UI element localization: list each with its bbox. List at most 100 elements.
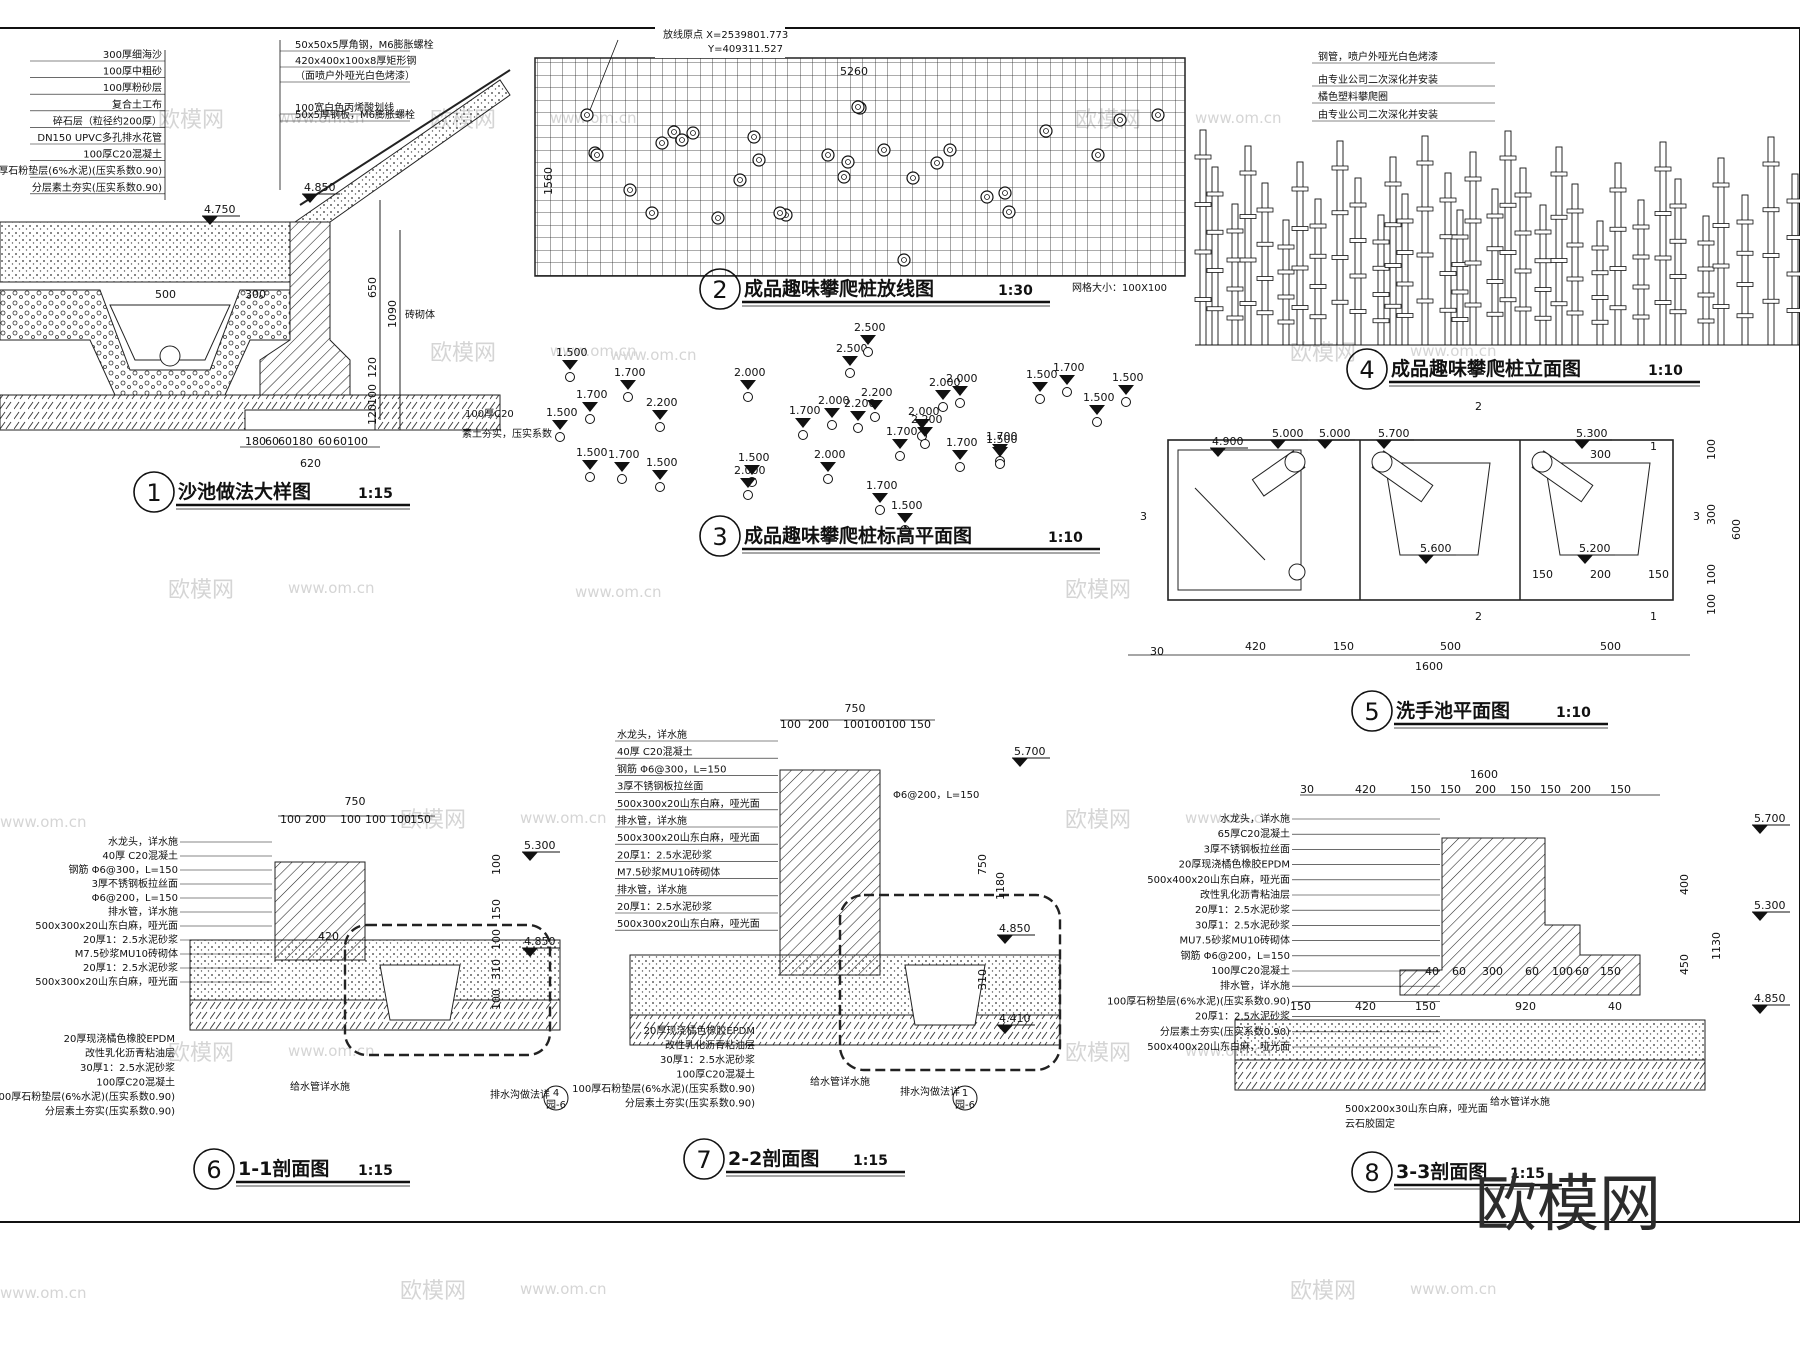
climbing-ring <box>1550 301 1568 307</box>
climbing-ring <box>1609 226 1627 232</box>
layer-annotation: 20厚现浇橘色橡胶EPDM <box>1179 858 1290 871</box>
dimension-label: 150 <box>1290 1000 1311 1013</box>
post-marker-icon <box>1092 417 1102 427</box>
elevation-label: 4.850 <box>999 922 1031 935</box>
layer-annotation: MU7.5砂浆MU10砖砌体 <box>1179 934 1290 947</box>
climbing-ring <box>1451 234 1469 240</box>
post-marker-icon <box>655 422 665 432</box>
drawing-1-sandpit-detail: 300厚细海沙100厚中粗砂100厚粉砂层复合土工布碎石层（粒径约200厚）DN… <box>0 38 552 470</box>
post-marker-icon <box>955 462 965 472</box>
elevation-label: 5.000 <box>1319 427 1351 440</box>
layer-annotation: 云石胶固定 <box>1345 1117 1395 1130</box>
layer-annotation: 水龙头，详水施 <box>617 728 687 741</box>
elevation-marker-icon <box>582 460 598 470</box>
elevation-label: 1.700 <box>608 448 640 461</box>
climbing-ring <box>1762 298 1780 304</box>
post-marker-icon <box>747 130 761 144</box>
post-marker-icon <box>821 148 835 162</box>
drawing-2-layout-grid: 放线原点 X=2539801.773Y=409311.52752601560网格… <box>534 25 1186 294</box>
elevation-label: 1.500 <box>1112 371 1144 384</box>
elevation-marker-icon <box>1059 375 1075 385</box>
post-marker-icon <box>1121 397 1131 407</box>
elevation-label: 1.500 <box>646 456 678 469</box>
post-marker-icon <box>851 100 865 114</box>
climbing-ring <box>1514 192 1532 198</box>
elevation-label: 5.200 <box>1579 542 1611 555</box>
elevation-label: 2.000 <box>814 448 846 461</box>
climbing-ring <box>1277 294 1295 300</box>
layer-annotation: 排水管，详水施 <box>1220 979 1290 992</box>
dimension-label: 60 <box>278 435 292 448</box>
climbing-ring <box>1309 284 1327 289</box>
layer-annotation: 20厚现浇橘色橡胶EPDM <box>644 1024 755 1037</box>
post-marker-icon <box>1062 387 1072 397</box>
layer-annotation: 100厚C20混凝土 <box>1211 964 1290 977</box>
climbing-ring <box>1206 268 1224 273</box>
climbing-ring <box>1632 224 1650 230</box>
climbing-ring <box>1206 229 1224 235</box>
watermark-text: 欧模网 <box>168 1041 234 1066</box>
post-marker-icon <box>590 148 604 162</box>
section-mark: 3 <box>1140 510 1147 523</box>
elevation-marker-icon <box>872 493 888 503</box>
layer-annotation: 水龙头，详水施 <box>1220 812 1290 825</box>
watermark-text: 欧模网 <box>1065 808 1131 833</box>
climbing-ring <box>1372 265 1390 271</box>
climbing-ring <box>1277 269 1295 275</box>
dimension-label: 750 <box>976 854 989 875</box>
climbing-pole <box>1504 130 1512 346</box>
climbing-ring <box>1291 226 1309 231</box>
climbing-ring <box>1464 176 1482 182</box>
dimension-label: 150 <box>490 899 503 920</box>
climbing-pole <box>1401 193 1409 346</box>
dimension-label: 60 <box>318 435 332 448</box>
elevation-label: 5.700 <box>1378 427 1410 440</box>
post-marker-icon <box>1091 148 1105 162</box>
elevation-marker-icon <box>582 402 598 412</box>
dimension-label: 30 <box>1300 783 1314 796</box>
post-marker-icon <box>995 459 1005 469</box>
watermark-url: www.om.cn <box>575 583 662 601</box>
post-marker-icon <box>1151 108 1165 122</box>
drawing-title: 成品趣味攀爬桩立面图 <box>1391 357 1581 380</box>
climbing-ring <box>1486 246 1504 252</box>
dimension-label: 120 <box>366 357 379 378</box>
elevation-label: 2.000 <box>734 366 766 379</box>
dimension-label: 400 <box>1678 874 1691 895</box>
dimension-label: 300 <box>1590 448 1611 461</box>
elevation-label: 1.500 <box>1026 368 1058 381</box>
climbing-ring <box>1464 260 1482 266</box>
section-mark: 1 <box>1650 440 1657 453</box>
elevation-label: 2.200 <box>844 397 876 410</box>
elevation-marker-icon <box>552 420 568 430</box>
drawing-number: 2 <box>712 276 727 304</box>
dimension-label: 100 <box>843 718 864 731</box>
dimension-label: 100 <box>340 813 361 826</box>
layer-annotation: 40厚 C20混凝土 <box>617 745 693 758</box>
climbing-ring <box>1309 223 1327 229</box>
layer-annotation: 100厚C20混凝土 <box>83 148 162 161</box>
climbing-ring <box>1534 287 1552 292</box>
elevation-marker-icon <box>1118 385 1134 395</box>
climbing-ring <box>1226 315 1244 321</box>
layer-annotation: 排水管，详水施 <box>617 814 687 827</box>
climbing-ring <box>1416 298 1434 304</box>
climbing-ring <box>1566 242 1584 248</box>
layer-annotation: 100厚C20混凝土 <box>676 1068 755 1081</box>
elevation-marker-icon <box>820 462 836 472</box>
layer-annotation: 500x300x20山东白麻，哑光面 <box>617 797 760 810</box>
dimension-label: 100 <box>1705 439 1718 460</box>
post-marker-icon <box>845 368 855 378</box>
drawing-number-bubble <box>699 515 741 557</box>
post-marker-icon <box>1039 124 1053 138</box>
layer-annotation: 30厚1：2.5水泥砂浆 <box>660 1053 755 1066</box>
dimension-label: 100 <box>490 929 503 950</box>
drawing-scale: 1:15 <box>358 486 393 502</box>
layer-annotation: 20厚现浇橘色橡胶EPDM <box>64 1032 175 1045</box>
elevation-marker-icon <box>867 400 883 410</box>
climbing-pole <box>1491 188 1499 346</box>
layer-annotation: 分层素土夯实(压实系数0.90) <box>1160 1025 1290 1038</box>
watermark-url: www.om.cn <box>1195 109 1282 127</box>
